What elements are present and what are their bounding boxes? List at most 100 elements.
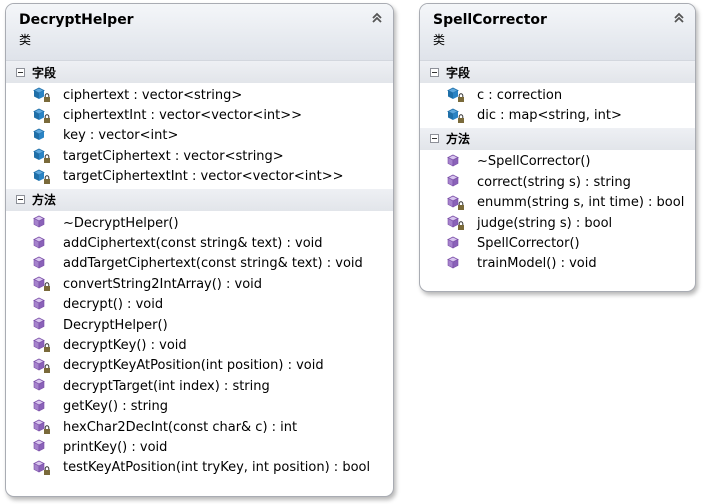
method-list: ~DecryptHelper() addCiphertext(const stri…: [6, 211, 393, 478]
private-field-icon: [447, 108, 467, 124]
field-list: c : correction dic : map<string, int>: [420, 83, 695, 128]
method-icon: [33, 236, 53, 252]
method-row[interactable]: trainModel() : void: [420, 254, 695, 274]
methods-section-label: 方法: [32, 193, 57, 208]
fields-section-label: 字段: [446, 65, 471, 80]
class-name: DecryptHelper: [19, 12, 134, 28]
private-method-icon: [447, 215, 467, 231]
private-field-icon: [33, 108, 53, 124]
method-row[interactable]: judge(string s) : bool: [420, 213, 695, 233]
private-method-icon: [447, 195, 467, 211]
field-row[interactable]: targetCiphertextInt : vector<vector<int>…: [6, 167, 393, 187]
method-signature: trainModel() : void: [477, 256, 597, 272]
method-icon: [33, 297, 53, 313]
method-signature: decryptKeyAtPosition(int position) : voi…: [63, 358, 324, 374]
method-signature: decryptKey() : void: [63, 337, 187, 353]
method-row[interactable]: ~SpellCorrector(): [420, 152, 695, 172]
method-signature: convertString2IntArray() : void: [63, 276, 263, 292]
method-icon: [33, 399, 53, 415]
method-icon: [447, 236, 467, 252]
field-row[interactable]: targetCiphertext : vector<string>: [6, 146, 393, 166]
method-row[interactable]: printKey() : void: [6, 437, 393, 457]
field-icon: [33, 128, 53, 144]
private-method-icon: [33, 276, 53, 292]
method-icon: [447, 174, 467, 190]
class-kind: 类: [19, 33, 32, 47]
methods-section-label: 方法: [446, 132, 471, 147]
method-icon: [33, 215, 53, 231]
field-signature: dic : map<string, int>: [477, 108, 622, 124]
method-signature: testKeyAtPosition(int tryKey, int positi…: [63, 460, 371, 476]
methods-section-header[interactable]: 方法: [420, 127, 695, 150]
method-signature: enumm(string s, int time) : bool: [477, 195, 685, 211]
private-method-icon: [33, 460, 53, 476]
method-row[interactable]: enumm(string s, int time) : bool: [420, 193, 695, 213]
method-signature: getKey() : string: [63, 399, 169, 415]
private-method-icon: [33, 337, 53, 353]
method-signature: SpellCorrector(): [477, 236, 580, 252]
field-row[interactable]: c : correction: [420, 85, 695, 105]
field-signature: ciphertextInt : vector<vector<int>>: [63, 108, 303, 124]
method-row[interactable]: testKeyAtPosition(int tryKey, int positi…: [6, 458, 393, 478]
class-name: SpellCorrector: [433, 12, 547, 28]
field-signature: c : correction: [477, 87, 563, 103]
minus-box-icon[interactable]: [16, 195, 25, 205]
fields-section-header[interactable]: 字段: [6, 61, 393, 83]
method-icon: [447, 154, 467, 170]
method-icon: [33, 317, 53, 333]
method-signature: ~SpellCorrector(): [477, 154, 591, 170]
method-signature: ~DecryptHelper(): [63, 215, 179, 231]
private-field-icon: [447, 87, 467, 103]
field-signature: targetCiphertextInt : vector<vector<int>…: [63, 169, 344, 185]
method-row[interactable]: hexChar2DecInt(const char& c) : int: [6, 417, 393, 437]
method-list: ~SpellCorrector() correct(string s) : str…: [420, 150, 695, 274]
method-icon: [447, 256, 467, 272]
method-row[interactable]: ~DecryptHelper(): [6, 213, 393, 233]
method-row[interactable]: decryptKeyAtPosition(int position) : voi…: [6, 356, 393, 376]
minus-box-icon[interactable]: [430, 67, 439, 77]
field-signature: ciphertext : vector<string>: [63, 87, 243, 103]
private-field-icon: [33, 148, 53, 164]
method-row[interactable]: correct(string s) : string: [420, 172, 695, 192]
method-signature: addTargetCiphertext(const string& text) …: [63, 256, 363, 272]
method-row[interactable]: convertString2IntArray() : void: [6, 274, 393, 294]
private-method-icon: [33, 358, 53, 374]
method-row[interactable]: decrypt() : void: [6, 295, 393, 315]
field-row[interactable]: ciphertextInt : vector<vector<int>>: [6, 105, 393, 125]
minus-box-icon[interactable]: [430, 134, 439, 144]
method-row[interactable]: decryptKey() : void: [6, 335, 393, 355]
method-signature: correct(string s) : string: [477, 174, 631, 190]
method-row[interactable]: SpellCorrector(): [420, 233, 695, 253]
class-kind: 类: [433, 33, 446, 47]
method-row[interactable]: addTargetCiphertext(const string& text) …: [6, 254, 393, 274]
class-box-spellcorrector: SpellCorrector 类 字段 c : correction dic : …: [419, 3, 696, 292]
field-row[interactable]: ciphertext : vector<string>: [6, 85, 393, 105]
class-box-decrypthelper: DecryptHelper 类 字段 ciphertext : vector<s…: [5, 3, 394, 497]
class-header: DecryptHelper 类: [6, 4, 393, 61]
class-header: SpellCorrector 类: [420, 4, 695, 61]
field-row[interactable]: dic : map<string, int>: [420, 105, 695, 125]
method-row[interactable]: getKey() : string: [6, 396, 393, 416]
field-signature: targetCiphertext : vector<string>: [63, 148, 284, 164]
method-row[interactable]: DecryptHelper(): [6, 315, 393, 335]
method-icon: [33, 439, 53, 455]
method-row[interactable]: addCiphertext(const string& text) : void: [6, 233, 393, 253]
minus-box-icon[interactable]: [16, 67, 25, 77]
field-list: ciphertext : vector<string> ciphertextInt…: [6, 83, 393, 189]
method-row[interactable]: decryptTarget(int index) : string: [6, 376, 393, 396]
method-icon: [33, 256, 53, 272]
double-chevron-up-icon[interactable]: [370, 10, 384, 24]
private-field-icon: [33, 169, 53, 185]
method-signature: judge(string s) : bool: [477, 215, 613, 231]
method-signature: addCiphertext(const string& text) : void: [63, 236, 323, 252]
fields-section-header[interactable]: 字段: [420, 61, 695, 83]
method-signature: decryptTarget(int index) : string: [63, 378, 270, 394]
methods-section-header[interactable]: 方法: [6, 188, 393, 211]
method-signature: DecryptHelper(): [63, 317, 168, 333]
field-row[interactable]: key : vector<int>: [6, 126, 393, 146]
method-signature: printKey() : void: [63, 439, 168, 455]
private-method-icon: [33, 419, 53, 435]
method-icon: [33, 378, 53, 394]
double-chevron-up-icon[interactable]: [672, 10, 686, 24]
method-signature: hexChar2DecInt(const char& c) : int: [63, 419, 298, 435]
